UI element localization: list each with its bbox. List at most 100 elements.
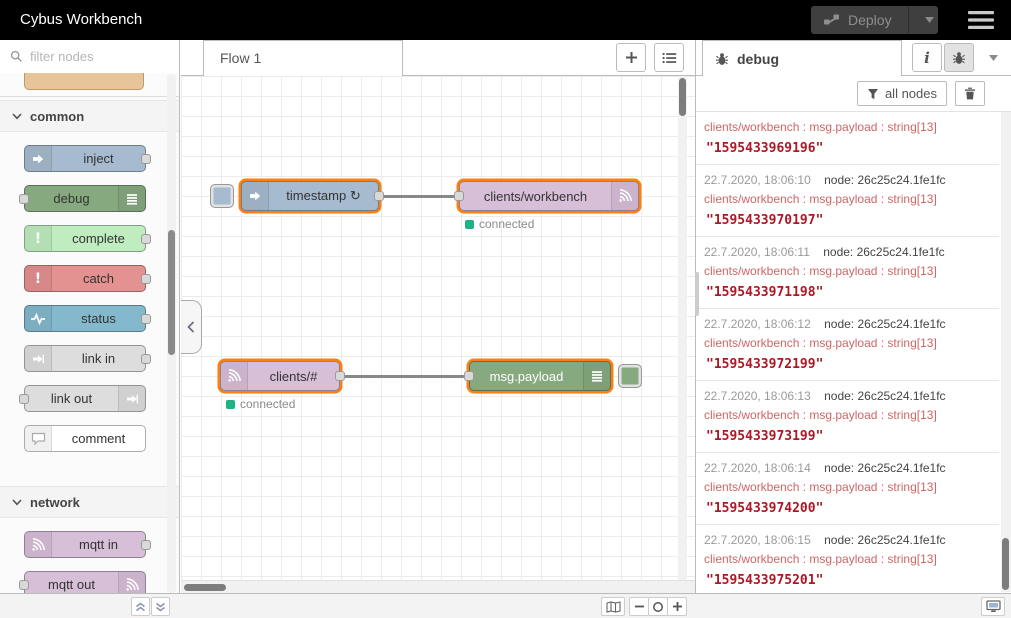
main-menu-button[interactable] xyxy=(968,10,994,30)
debug-sidebar: debug i all nodes clients/workbench : ms… xyxy=(696,40,1011,618)
palette-node-link-out[interactable]: link out xyxy=(19,385,146,412)
palette-footer xyxy=(0,593,181,618)
debug-toolbar: all nodes xyxy=(696,76,1011,112)
flow-node-debug[interactable]: msg.payload xyxy=(464,361,642,391)
message-timestamp: 22.7.2020, 18:06:10 xyxy=(704,173,811,187)
flow-node-mqttin[interactable]: clients/# connected xyxy=(220,361,345,411)
inject-button[interactable] xyxy=(210,184,234,208)
debug-message[interactable]: clients/workbench : msg.payload : string… xyxy=(696,112,999,165)
list-menu-icon xyxy=(662,52,677,64)
debug-scrollbar-thumb[interactable] xyxy=(1002,538,1009,590)
debug-message[interactable]: 22.7.2020, 18:06:14 node: 26c25c24.1fe1f… xyxy=(696,453,999,525)
expand-all-categories-button[interactable] xyxy=(151,597,170,616)
debug-message[interactable]: 22.7.2020, 18:06:15 node: 26c25c24.1fe1f… xyxy=(696,525,999,592)
node-status: connected xyxy=(465,217,534,231)
debug-message[interactable]: 22.7.2020, 18:06:10 node: 26c25c24.1fe1f… xyxy=(696,165,999,237)
debug-sidebar-button[interactable] xyxy=(944,43,974,72)
inject-arrow-icon xyxy=(25,146,52,171)
palette-node-catch[interactable]: ! catch xyxy=(24,265,151,292)
debug-tab-label: debug xyxy=(737,50,779,67)
palette-node-debug[interactable]: debug xyxy=(19,185,146,212)
message-topic: clients/workbench : msg.payload : string… xyxy=(704,120,937,134)
node-input-port[interactable] xyxy=(464,371,474,381)
chevron-down-icon xyxy=(12,498,22,506)
status-dot xyxy=(226,399,235,409)
canvas-horizontal-scrollbar-thumb[interactable] xyxy=(184,584,226,591)
tab-debug[interactable]: debug xyxy=(702,40,902,76)
open-debug-window-button[interactable] xyxy=(981,597,1005,616)
wire[interactable] xyxy=(344,375,466,378)
add-flow-button[interactable] xyxy=(616,43,646,72)
message-node-id: node: 26c25c24.1fe1fc xyxy=(824,389,946,403)
deploy-options-button[interactable] xyxy=(908,6,938,34)
palette-item: status xyxy=(0,292,179,332)
palette-collapse-handle[interactable] xyxy=(181,300,202,354)
flow-canvas[interactable]: timestamp ↻ clients/workbench xyxy=(181,76,695,580)
pulse-icon xyxy=(25,306,52,331)
zoom-in-button[interactable] xyxy=(667,597,687,616)
canvas-vertical-scrollbar-thumb[interactable] xyxy=(679,78,686,116)
caret-down-icon xyxy=(988,55,998,61)
info-sidebar-button[interactable]: i xyxy=(912,43,942,72)
palette-node-mqtt-in[interactable]: mqtt in xyxy=(24,531,151,558)
debug-message[interactable]: 22.7.2020, 18:06:13 node: 26c25c24.1fe1f… xyxy=(696,381,999,453)
node-output-port[interactable] xyxy=(141,153,151,164)
palette-category-common[interactable]: common xyxy=(0,100,179,132)
palette-category-network[interactable]: network xyxy=(0,486,179,518)
message-node-id: node: 26c25c24.1fe1fc xyxy=(824,173,946,187)
collapse-all-categories-button[interactable] xyxy=(131,597,150,616)
flow-list-button[interactable] xyxy=(654,43,684,72)
palette-node-comment[interactable]: comment xyxy=(24,425,146,452)
palette-node-complete[interactable]: ! complete xyxy=(24,225,151,252)
tab-flow-1[interactable]: Flow 1 xyxy=(203,40,403,76)
node-input-port[interactable] xyxy=(19,193,29,204)
node-output-port[interactable] xyxy=(141,353,151,364)
debug-message-list: clients/workbench : msg.payload : string… xyxy=(696,112,999,592)
palette-divider xyxy=(0,96,179,97)
filter-nodes-input[interactable] xyxy=(30,49,160,64)
palette-node-inject[interactable]: inject xyxy=(24,145,151,172)
flow-node-mqttout[interactable]: clients/workbench connected xyxy=(454,181,639,231)
zoom-reset-button[interactable] xyxy=(648,597,668,616)
node-output-port[interactable] xyxy=(374,191,384,201)
node-output-port[interactable] xyxy=(141,539,151,550)
filter-all-nodes-button[interactable]: all nodes xyxy=(856,81,947,106)
palette-scrollbar-thumb[interactable] xyxy=(168,230,175,355)
sidebar-tabbar: debug i xyxy=(696,40,1011,76)
message-timestamp: 22.7.2020, 18:06:11 xyxy=(704,245,810,259)
node-output-port[interactable] xyxy=(141,313,151,324)
funnel-icon xyxy=(867,88,879,100)
flow-node-inject[interactable]: timestamp ↻ xyxy=(210,181,384,211)
node-output-port[interactable] xyxy=(141,233,151,244)
message-node-id: node: 26c25c24.1fe1fc xyxy=(824,317,946,331)
palette-item: ! complete xyxy=(0,212,179,252)
palette-node-status[interactable]: status xyxy=(24,305,151,332)
navigator-button[interactable] xyxy=(601,597,625,616)
debug-message[interactable]: 22.7.2020, 18:06:11 node: 26c25c24.1fe1f… xyxy=(696,237,999,309)
node-input-port[interactable] xyxy=(19,393,29,404)
wire[interactable] xyxy=(383,195,457,198)
wifi-icon xyxy=(118,572,145,593)
palette-node-link-in[interactable]: link in xyxy=(24,345,151,372)
panel-divider-grip[interactable] xyxy=(695,272,699,316)
canvas-vertical-scrollbar xyxy=(678,76,687,580)
bug-icon xyxy=(952,51,966,65)
zoom-out-button[interactable] xyxy=(629,597,649,616)
sidebar-footer xyxy=(696,593,1011,618)
message-topic: clients/workbench : msg.payload : string… xyxy=(704,336,937,350)
status-label: connected xyxy=(479,217,535,231)
node-output-port[interactable] xyxy=(141,273,151,284)
message-node-id: node: 26c25c24.1fe1fc xyxy=(824,533,946,547)
palette-node-mqtt-out[interactable]: mqtt out xyxy=(19,571,146,593)
debug-toggle-button[interactable] xyxy=(618,364,642,388)
node-input-port[interactable] xyxy=(19,579,29,590)
deploy-button[interactable]: Deploy xyxy=(811,6,938,34)
message-node-id: node: 26c25c24.1fe1fc xyxy=(823,245,945,259)
wifi-icon xyxy=(25,532,52,557)
sidebar-options-button[interactable] xyxy=(983,48,1003,68)
node-output-port[interactable] xyxy=(335,371,345,381)
palette-item: mqtt in xyxy=(0,518,179,558)
node-input-port[interactable] xyxy=(454,191,464,201)
debug-message[interactable]: 22.7.2020, 18:06:12 node: 26c25c24.1fe1f… xyxy=(696,309,999,381)
clear-messages-button[interactable] xyxy=(955,81,985,106)
